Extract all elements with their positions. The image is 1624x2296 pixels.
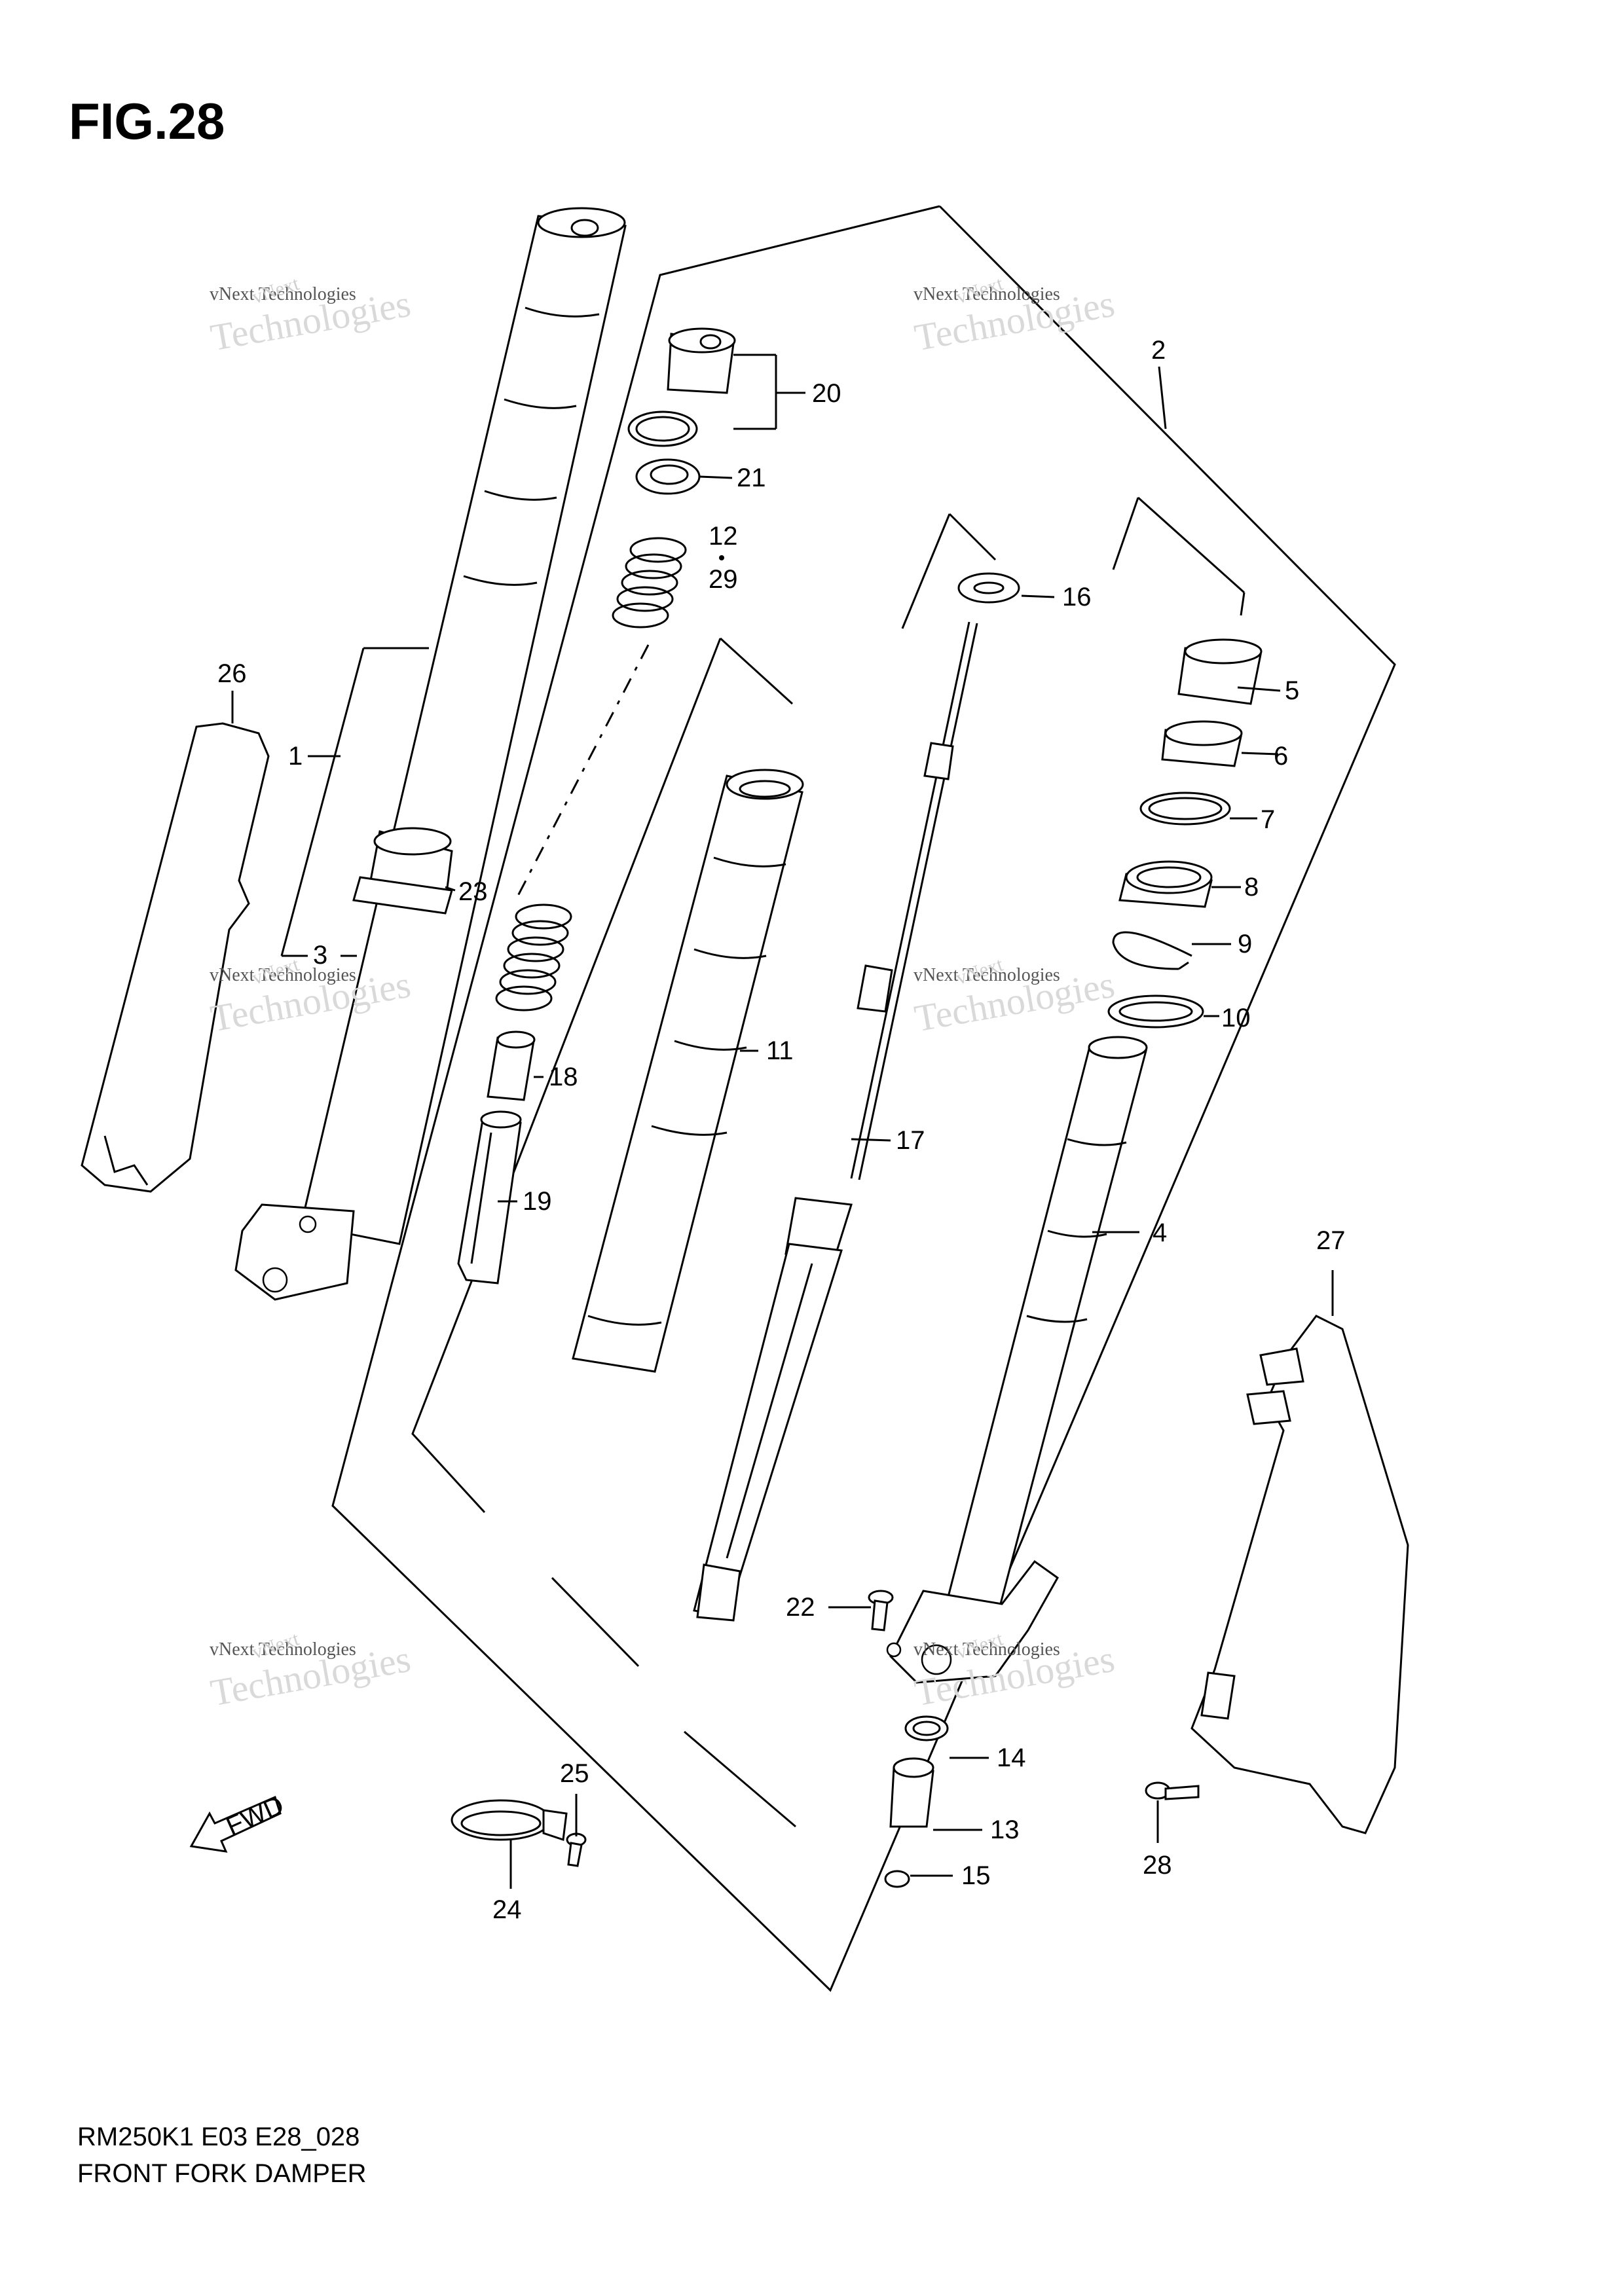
callout-17: 17 xyxy=(896,1126,925,1155)
part-6-bushing xyxy=(1161,720,1243,767)
callout-1: 1 xyxy=(288,742,303,771)
part-20-cap-bolt xyxy=(627,327,736,447)
part-15-seal xyxy=(884,1870,910,1888)
callout-20: 20 xyxy=(812,379,841,408)
part-21-seat xyxy=(635,458,701,495)
callout-15: 15 xyxy=(961,1861,991,1890)
callout-5: 5 xyxy=(1285,676,1299,705)
part-12-spring-lower xyxy=(495,903,572,1011)
subframe-11-left xyxy=(411,638,722,1514)
part-8-oil-seal xyxy=(1118,860,1213,908)
part-10-dust-seal xyxy=(1107,994,1204,1029)
part-12-spring-upper xyxy=(612,537,687,629)
part-13-valve xyxy=(889,1757,934,1828)
callout-10: 10 xyxy=(1221,1004,1251,1032)
subframe-11-bottom xyxy=(551,1576,640,1667)
callout-24: 24 xyxy=(492,1895,522,1924)
figure-title: FIG.28 xyxy=(69,92,225,150)
callout-13: 13 xyxy=(990,1815,1020,1844)
part-19-guide xyxy=(457,1110,522,1285)
part-23-clamp xyxy=(352,876,453,915)
part-28-bolt xyxy=(1145,1781,1200,1800)
model-code: RM250K1 E03 E28_028 xyxy=(77,2123,360,2151)
subframe-17-bottom xyxy=(684,1730,796,1828)
callout-3: 3 xyxy=(313,941,327,970)
subframe-4 xyxy=(1137,496,1246,594)
fwd-label: FWD xyxy=(222,1791,288,1841)
part-11-inner-tube xyxy=(572,769,804,1373)
callout-29: 29 xyxy=(709,565,738,594)
subframe-4-right xyxy=(1112,497,1139,570)
callout-9: 9 xyxy=(1238,930,1252,958)
callout-8: 8 xyxy=(1244,873,1259,902)
part-9-circlip xyxy=(1112,931,1192,970)
callout-27: 27 xyxy=(1316,1226,1346,1255)
part-22-bolt xyxy=(868,1590,894,1631)
callout-4: 4 xyxy=(1153,1218,1167,1247)
callout-19: 19 xyxy=(523,1187,552,1216)
leader-lines xyxy=(231,354,1334,1889)
part-27-fork-guard xyxy=(1190,1315,1409,1834)
callout-7: 7 xyxy=(1261,805,1275,834)
callout-16: 16 xyxy=(1062,583,1092,611)
callout-21: 21 xyxy=(737,464,766,492)
callout-14: 14 xyxy=(997,1743,1026,1772)
part-18-spacer xyxy=(487,1030,536,1101)
figure-caption: FRONT FORK DAMPER xyxy=(77,2159,367,2188)
callout-2: 2 xyxy=(1151,336,1166,365)
part-24-clamp xyxy=(451,1799,568,1842)
subframe-17 xyxy=(948,513,997,561)
part-26-fork-guard xyxy=(81,722,270,1193)
callout-18: 18 xyxy=(549,1063,578,1091)
part-4-inner-tube-axle xyxy=(886,1036,1148,1684)
callout-11: 11 xyxy=(766,1036,794,1065)
callout-26: 26 xyxy=(217,659,247,688)
assembly-outline xyxy=(331,205,1396,1992)
callout-23: 23 xyxy=(458,877,488,906)
part-25-bolt xyxy=(566,1832,587,1867)
part-5-bushing xyxy=(1177,638,1263,705)
callout-25: 25 xyxy=(560,1759,589,1788)
callout-6: 6 xyxy=(1274,742,1288,771)
fwd-arrow-icon: FWD xyxy=(189,1791,288,1853)
part-16-washer xyxy=(957,572,1020,604)
callout-22: 22 xyxy=(786,1593,815,1622)
subframe-11 xyxy=(719,637,794,705)
subframe-17-left xyxy=(901,513,951,629)
callout-28: 28 xyxy=(1143,1851,1172,1880)
part-17-damper-rod xyxy=(693,621,978,1622)
part-14-o-ring xyxy=(904,1715,949,1741)
callout-12: 12 xyxy=(709,522,738,551)
